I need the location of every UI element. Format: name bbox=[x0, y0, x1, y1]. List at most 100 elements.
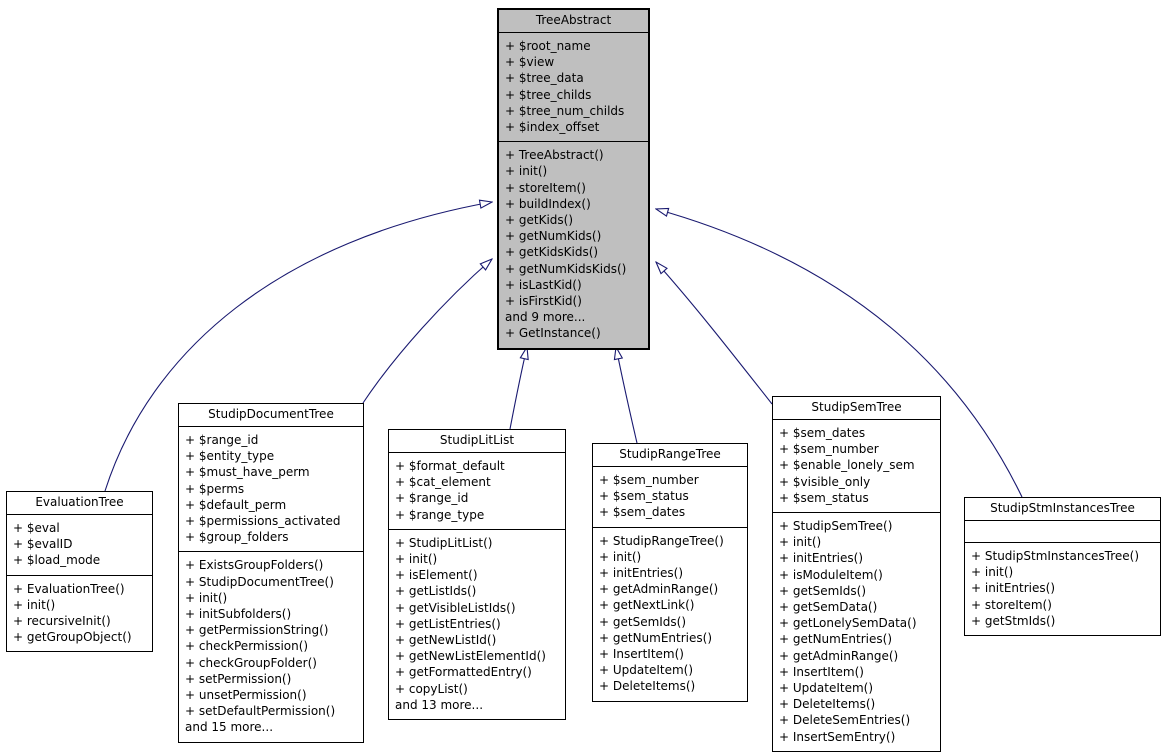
member-label: + EvaluationTree() bbox=[13, 581, 125, 596]
member-label: + getAdminRange() bbox=[779, 648, 899, 663]
class-attributes: + $sem_number+ $sem_status+ $sem_dates bbox=[593, 467, 747, 528]
member-label: + $entity_type bbox=[185, 449, 275, 464]
class-box-treeabstract[interactable]: TreeAbstract + $root_name + $view+ $tree_… bbox=[497, 8, 650, 350]
member-label: + setDefaultPermission() bbox=[185, 704, 336, 719]
member-label: + initEntries() bbox=[971, 581, 1056, 596]
member-label: + isElement() bbox=[395, 568, 478, 583]
member-label: + init() bbox=[13, 597, 56, 612]
class-box-studipsemtree[interactable]: StudipSemTree + $sem_dates+ $sem_number+… bbox=[772, 396, 941, 752]
class-methods: + EvaluationTree()+ init() + recursiveIni… bbox=[7, 576, 152, 652]
class-attributes: + $sem_dates + $sem_number+ $enable_lonel… bbox=[773, 420, 940, 514]
member-label: + getStmIds() bbox=[971, 613, 1056, 628]
member-label: + buildIndex() bbox=[505, 196, 591, 211]
member-label: + $root_name bbox=[505, 39, 591, 53]
member-label: + copyList() bbox=[395, 681, 468, 696]
member-label: + ExistsGroupFolders() bbox=[185, 558, 324, 573]
class-title: StudipSemTree bbox=[773, 397, 940, 420]
member-label: + $cat_element bbox=[395, 475, 491, 490]
class-title: StudipRangeTree bbox=[593, 444, 747, 467]
member-label: + getNumKidsKids() bbox=[505, 261, 627, 276]
member-label: + getLonelySemData() bbox=[779, 616, 917, 631]
class-title: TreeAbstract bbox=[499, 10, 648, 33]
class-box-evaluationtree[interactable]: EvaluationTree + $eval + $evalID+ $load_m… bbox=[6, 491, 153, 653]
member-label: + $sem_status bbox=[779, 490, 869, 505]
member-label: + $must_have_perm bbox=[185, 465, 310, 480]
member-label: + getNextLink() bbox=[599, 598, 695, 613]
member-label: + getKids() bbox=[505, 213, 574, 228]
inheritance-arrow-studipdocumenttree bbox=[362, 259, 492, 404]
member-label: + checkGroupFolder() bbox=[185, 655, 317, 670]
member-label: + init() bbox=[395, 552, 438, 567]
member-label: + $sem_number bbox=[599, 473, 699, 487]
class-box-studiprangetree[interactable]: StudipRangeTree + $sem_number + $sem_stat… bbox=[592, 443, 748, 702]
member-label: + $perms bbox=[185, 481, 245, 496]
member-label: + InsertSemEntry() bbox=[779, 729, 896, 744]
member-label: + $visible_only bbox=[779, 474, 871, 489]
member-label: + InsertItem() bbox=[599, 647, 684, 662]
member-label: + setPermission() bbox=[185, 671, 292, 686]
member-label: and 9 more... bbox=[505, 310, 586, 325]
member-label: + $sem_dates bbox=[779, 426, 866, 440]
member-label: + initSubfolders() bbox=[185, 607, 292, 622]
member-label: + getGroupObject() bbox=[13, 630, 132, 645]
class-box-studipdocumenttree[interactable]: StudipDocumentTree + $range_id + $entity_… bbox=[178, 403, 364, 743]
member-label: + initEntries() bbox=[599, 566, 684, 581]
member-label: + InsertItem() bbox=[779, 664, 864, 679]
class-attributes: + $eval + $evalID+ $load_mode bbox=[7, 515, 152, 576]
member-label: + $load_mode bbox=[13, 553, 101, 568]
member-label: + getNewListElementId() bbox=[395, 649, 546, 664]
member-label: + init() bbox=[185, 590, 228, 605]
member-label: + getSemIds() bbox=[779, 583, 867, 598]
member-label: + $tree_data bbox=[505, 71, 584, 86]
member-label: + $default_perm bbox=[185, 497, 287, 512]
member-label: + StudipLitList() bbox=[395, 535, 493, 550]
class-methods: + StudipSemTree()+ init()+ initEntries()… bbox=[773, 513, 940, 751]
member-label: and 15 more... bbox=[185, 720, 274, 735]
inheritance-arrow-studiplitlist bbox=[509, 347, 527, 430]
member-label: + getNumEntries() bbox=[599, 630, 713, 645]
class-methods: + TreeAbstract()+ init()+ storeItem()+ b… bbox=[499, 142, 648, 347]
class-methods: + StudipRangeTree()+ init() + initEntries… bbox=[593, 528, 747, 701]
class-methods: + StudipStmInstancesTree() + init()+ init… bbox=[965, 543, 1160, 635]
member-label: + GetInstance() bbox=[505, 326, 601, 341]
member-label: + StudipRangeTree() bbox=[599, 533, 724, 548]
member-label: + $permissions_activated bbox=[185, 514, 341, 529]
class-box-studiplitlist[interactable]: StudipLitList + $format_default+ $cat_el… bbox=[388, 429, 566, 721]
member-label: + UpdateItem() bbox=[779, 681, 874, 696]
class-title: EvaluationTree bbox=[7, 492, 152, 515]
member-label: + isModuleItem() bbox=[779, 567, 883, 582]
member-label: + $evalID bbox=[13, 537, 73, 552]
member-label: + StudipStmInstancesTree() bbox=[971, 549, 1140, 563]
member-label: + storeItem() bbox=[505, 180, 586, 195]
member-label: + $index_offset bbox=[505, 120, 600, 135]
member-label: + storeItem() bbox=[971, 597, 1052, 612]
class-box-studipstminstancestree[interactable]: StudipStmInstancesTree + StudipStmInstan… bbox=[964, 497, 1161, 637]
member-label: + getFormattedEntry() bbox=[395, 665, 532, 680]
member-label: + init() bbox=[599, 549, 642, 564]
class-title: StudipLitList bbox=[389, 430, 565, 453]
member-label: + $range_id bbox=[395, 491, 469, 506]
member-label: + initEntries() bbox=[779, 551, 864, 566]
member-label: + getPermissionString() bbox=[185, 623, 329, 638]
member-label: + init() bbox=[779, 535, 822, 550]
member-label: + getAdminRange() bbox=[599, 582, 719, 597]
member-label: + isFirstKid() bbox=[505, 294, 582, 309]
class-title: StudipDocumentTree bbox=[179, 404, 363, 427]
member-label: + $group_folders bbox=[185, 530, 289, 545]
member-label: + getListEntries() bbox=[395, 616, 501, 631]
inheritance-arrow-studipsemtree bbox=[656, 262, 773, 405]
member-label: + $enable_lonely_sem bbox=[779, 458, 915, 473]
member-label: + $range_id bbox=[185, 433, 259, 447]
member-label: + $sem_number bbox=[779, 442, 879, 457]
member-label: + init() bbox=[971, 565, 1014, 580]
member-label: and 13 more... bbox=[395, 697, 484, 712]
member-label: + recursiveInit() bbox=[13, 614, 111, 629]
member-label: + getListIds() bbox=[395, 584, 477, 599]
class-methods: + ExistsGroupFolders()+ StudipDocumentTr… bbox=[179, 552, 363, 741]
member-label: + $eval bbox=[13, 521, 60, 535]
member-label: + $view bbox=[505, 55, 555, 70]
member-label: + $sem_status bbox=[599, 489, 689, 504]
member-label: + getNumKids() bbox=[505, 229, 602, 244]
member-label: + DeleteSemEntries() bbox=[779, 713, 911, 728]
class-attributes: + $root_name+ $view+ $tree_data+ $tree_c… bbox=[499, 33, 648, 143]
